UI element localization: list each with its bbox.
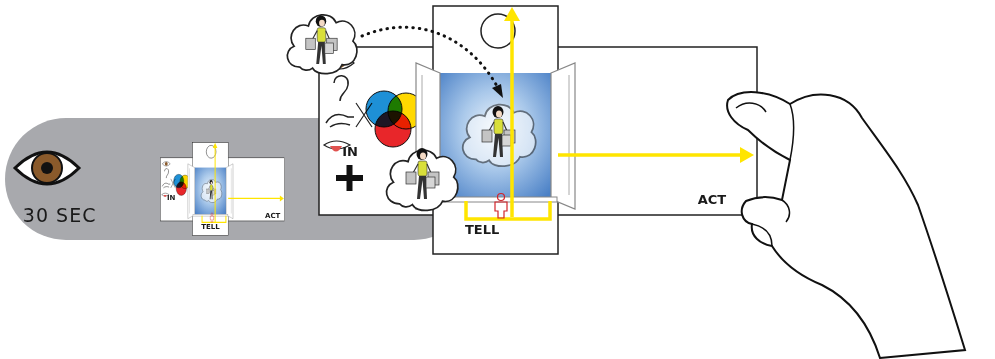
dotted-pointer [362,27,498,88]
hand [727,92,965,358]
eye-icon [15,152,79,184]
card-shape [318,5,758,255]
window-card: IN ACT TELL [318,5,758,255]
card-label: IN [342,145,358,158]
card-label: IN [167,195,175,202]
card-label: ACT [698,193,726,206]
window-card: IN ACT TELL [160,142,285,236]
plus-sign [336,165,363,191]
card-label: ACT [265,213,280,220]
card-label: TELL [201,224,219,231]
card-shape [160,142,285,236]
card-label: TELL [465,223,499,236]
pointer-head [492,84,503,98]
thought-cloud [387,148,458,210]
thought-cloud [287,15,357,74]
hand-detail [736,103,794,246]
duration-label: 30 SEC [23,206,97,225]
